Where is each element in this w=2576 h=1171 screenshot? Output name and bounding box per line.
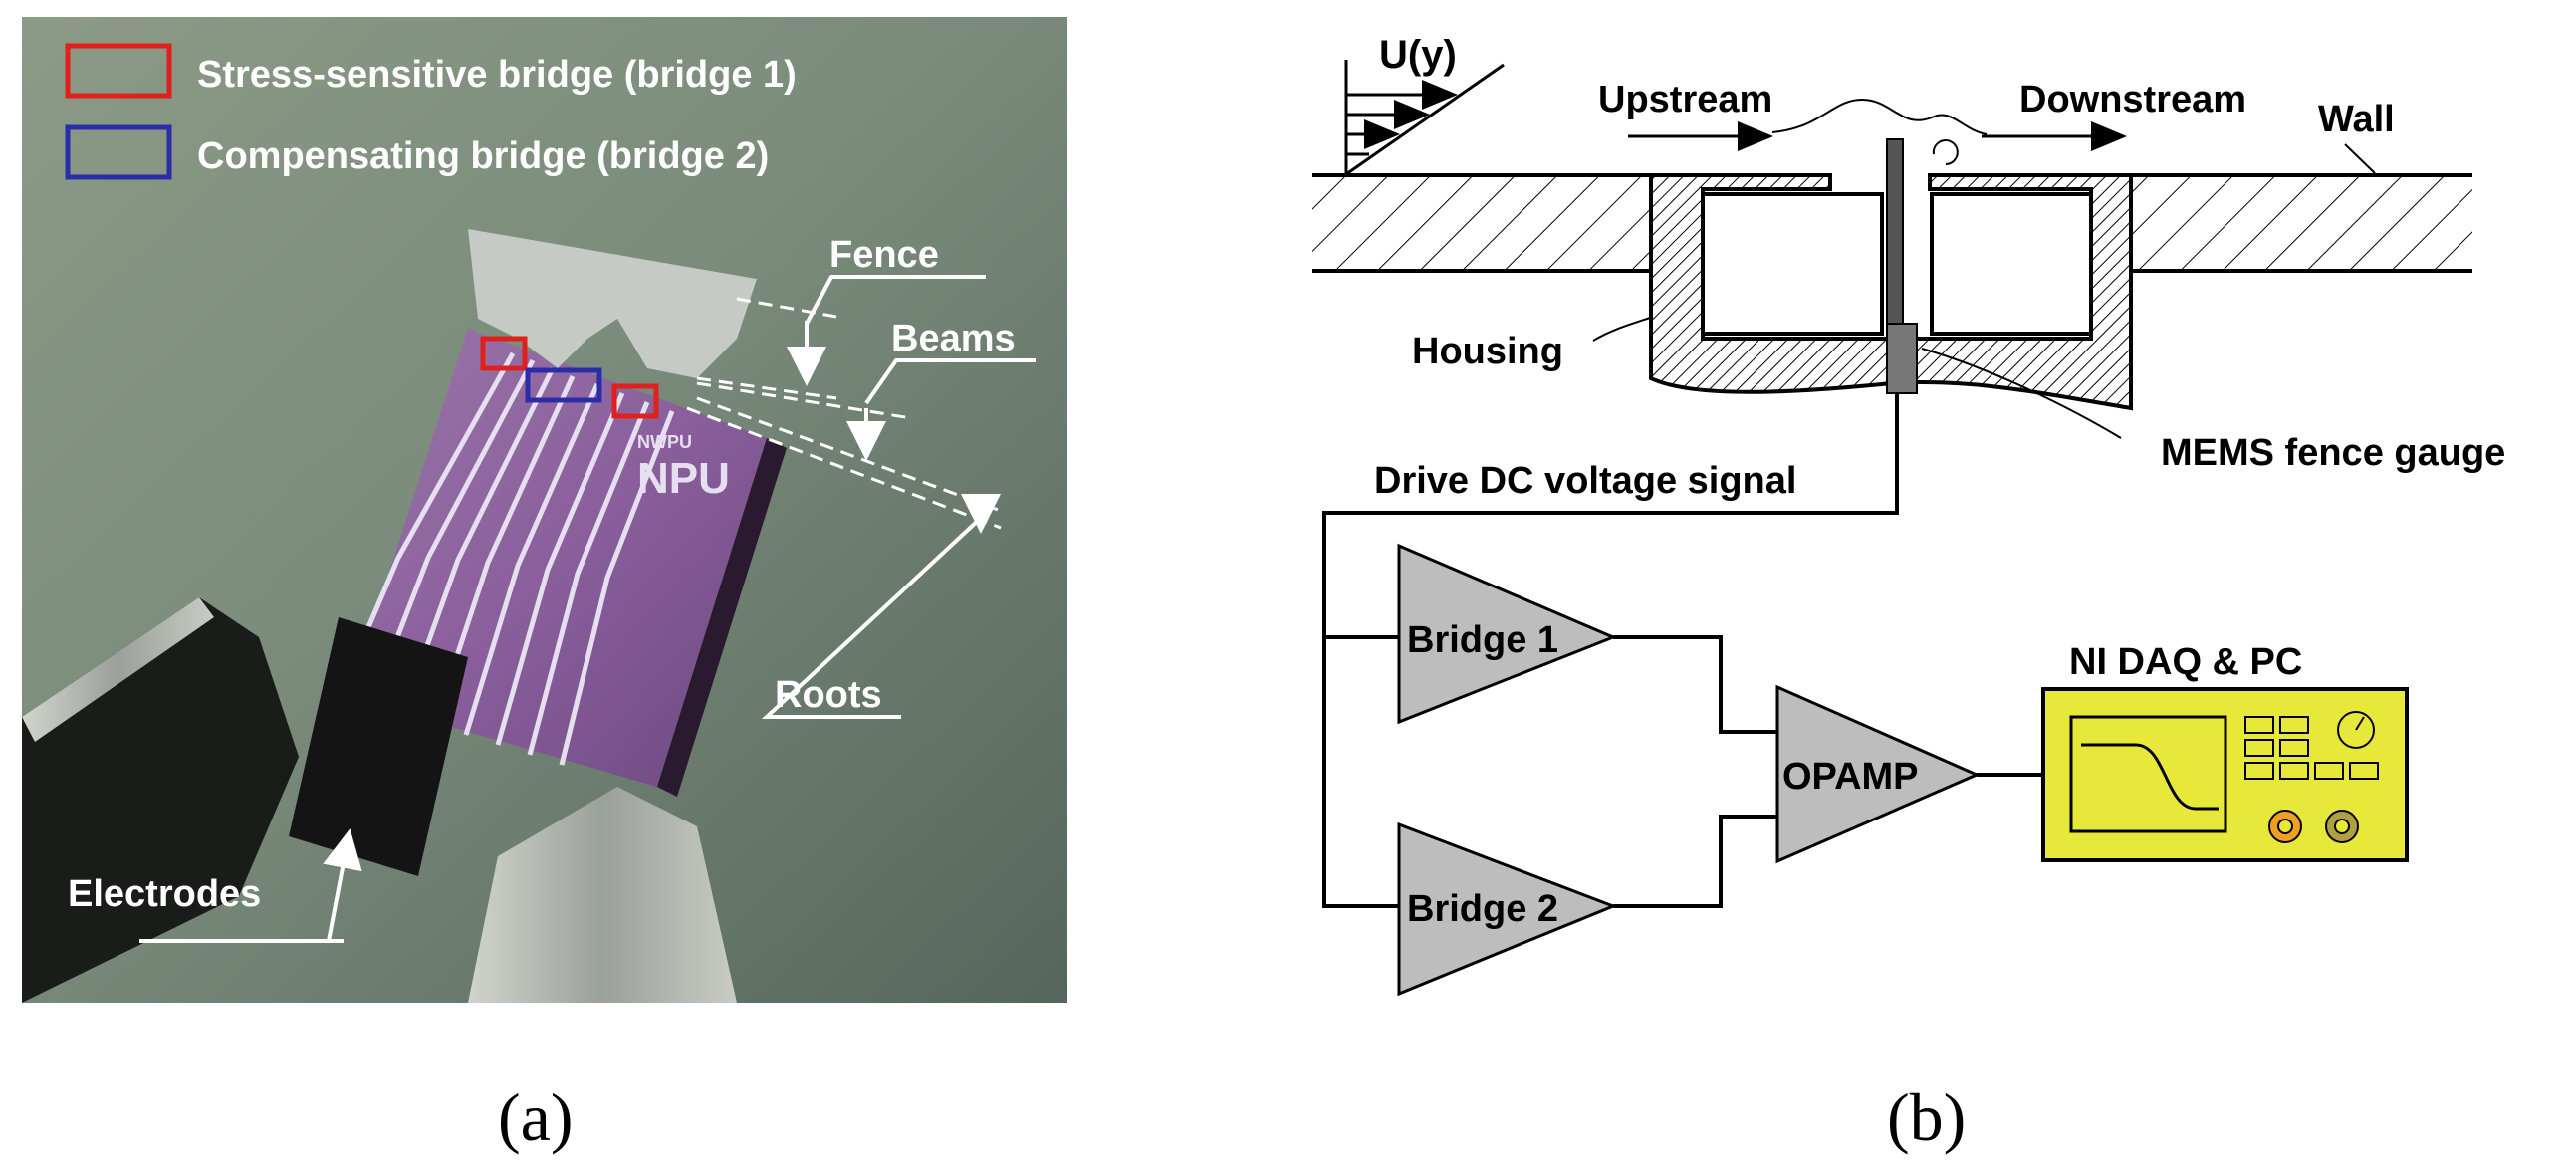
electrode-pads <box>289 617 468 876</box>
bridge2-amplifier <box>1397 821 1618 997</box>
bridge1-box-right <box>611 383 659 419</box>
wall-leader <box>2344 143 2376 174</box>
legend-stress-sensitive: Stress-sensitive bridge (bridge 1) <box>197 54 797 96</box>
label-fence: Fence <box>829 234 939 276</box>
housing-body <box>1649 173 2133 411</box>
fence-gauge-base <box>1886 323 1918 394</box>
clamp-right <box>468 787 737 1003</box>
callout-leaders <box>139 275 1036 943</box>
chip-mark-small: NWPU <box>637 432 692 452</box>
clamp-left-rim <box>22 597 214 742</box>
label-upstream: Upstream <box>1598 79 1772 120</box>
legend-compensating: Compensating bridge (bridge 2) <box>197 135 769 177</box>
panel-b-schematic: U(y) Upstream Downstream Wall Housing ME… <box>1312 33 2505 997</box>
label-housing: Housing <box>1412 331 1563 372</box>
legend-blue-swatch <box>65 124 172 180</box>
label-bridge1: Bridge 1 <box>1407 619 1558 661</box>
label-electrodes: Electrodes <box>68 873 261 915</box>
streamline <box>1771 98 1988 135</box>
bridge2-box <box>525 367 602 403</box>
bridge1-to-opamp <box>1613 635 1777 734</box>
label-downstream: Downstream <box>2019 79 2246 120</box>
housing-cavity-left <box>1701 192 1884 336</box>
velocity-profile <box>1344 60 1505 176</box>
bridge1-box-left <box>480 336 528 371</box>
vortex <box>1932 139 1959 165</box>
wall-left-hatch <box>1312 175 1651 271</box>
panel-a-photo: NWPU NPU Stress-sensitive bridge (bridge… <box>22 17 1067 1003</box>
bridge2-to-opamp <box>1613 815 1777 908</box>
label-bridge2: Bridge 2 <box>1407 888 1558 930</box>
wall-right-hatch <box>2131 175 2472 271</box>
legend-red-swatch <box>65 43 172 99</box>
drive-signal-wire <box>1322 393 1899 908</box>
caption-b: (b) <box>1887 1079 1966 1155</box>
daq-keypad <box>2244 716 2379 780</box>
dimension-arrows <box>787 321 1001 534</box>
label-opamp: OPAMP <box>1782 756 1919 798</box>
chip-edge <box>657 438 787 797</box>
label-flow-profile: U(y) <box>1379 33 1457 77</box>
housing-cavity-right <box>1930 192 2093 336</box>
fence-structure <box>468 229 757 378</box>
daq-screen <box>2069 715 2227 833</box>
housing-leader <box>1592 316 1654 342</box>
label-roots: Roots <box>775 674 882 716</box>
label-drive-signal: Drive DC voltage signal <box>1374 460 1796 502</box>
gauge-leader <box>1921 348 2122 439</box>
caption-a: (a) <box>498 1079 573 1155</box>
daq-waveform <box>2081 743 2219 811</box>
chip-mark: NPU <box>637 454 730 503</box>
bridge1-amplifier <box>1397 543 1617 725</box>
opamp <box>1775 684 1981 864</box>
label-wall: Wall <box>2318 99 2395 140</box>
label-daq: NI DAQ & PC <box>2069 641 2302 683</box>
label-gauge: MEMS fence gauge <box>2161 432 2505 474</box>
label-beams: Beams <box>891 318 1016 359</box>
